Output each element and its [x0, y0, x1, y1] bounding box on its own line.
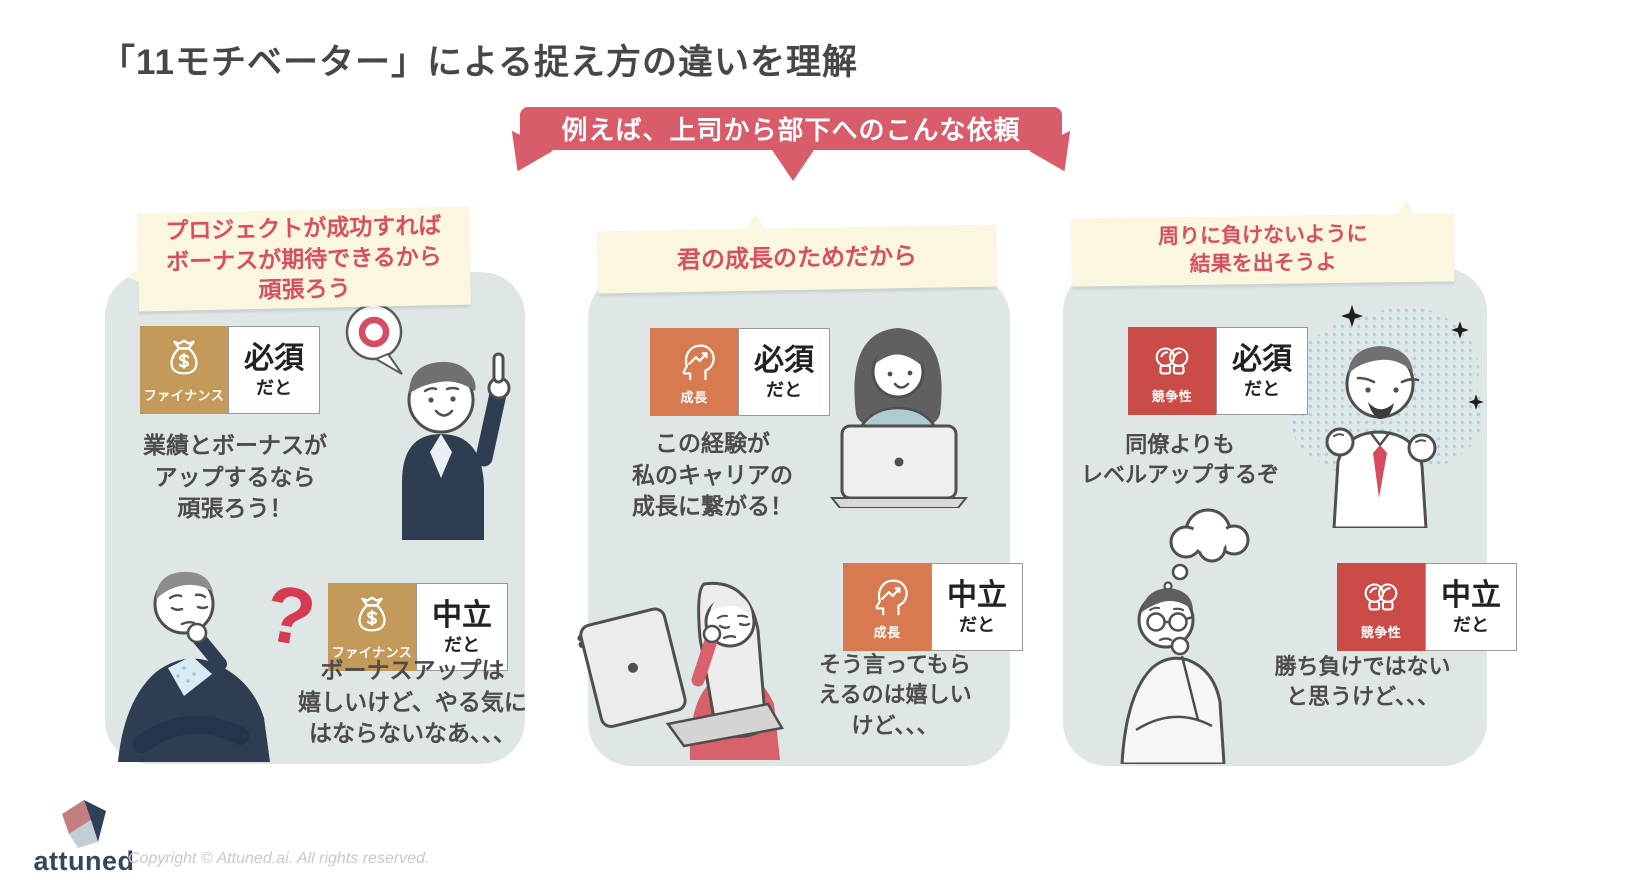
- motivator-label: 競争性: [1360, 625, 1402, 640]
- competitiveness-request-text: 周りに負けないように 結果を出そうよ: [1157, 222, 1368, 277]
- boxing-gloves-icon: [1155, 347, 1189, 375]
- verdict-box: 中立 だと: [931, 563, 1023, 651]
- motivator-label: 成長: [680, 390, 708, 405]
- competitiveness-neutral-card: 競争性 中立 だと: [1337, 563, 1517, 651]
- finance-request-text: プロジェクトが成功すれば ボーナスが期待できるから 頑張ろう: [165, 212, 443, 304]
- pointing-man-illustration: [345, 303, 511, 540]
- growth-neutral-reaction: そう言ってもら えるのは嬉しい けど、、、: [818, 652, 972, 738]
- competitiveness-request-bubble: 周りに負けないように 結果を出そうよ: [1071, 213, 1455, 287]
- verdict-box: 必須 だと: [738, 328, 830, 416]
- growth-required-reaction: この経験が 私のキャリアの 成長に繋がる！: [632, 430, 793, 520]
- verdict-suffix: だと: [959, 614, 995, 635]
- verdict-suffix: だと: [1453, 614, 1489, 635]
- verdict-label: 中立: [1441, 578, 1501, 612]
- pondering-man-illustration: [1120, 508, 1250, 764]
- growth-neutral-card: 成長 中立 だと: [843, 563, 1023, 651]
- money-bag-icon: [170, 339, 198, 375]
- verdict-suffix: だと: [256, 377, 292, 398]
- verdict-suffix: だと: [444, 634, 480, 655]
- competitiveness-required-reaction: 同僚よりも レベルアップするぞ: [1080, 432, 1279, 488]
- verdict-label: 必須: [1232, 342, 1292, 376]
- bubble-tail-up-icon: [740, 213, 768, 230]
- verdict-label: 中立: [947, 578, 1007, 612]
- verdict-label: 必須: [754, 343, 814, 377]
- finance-motivator-tile: ファイナンス: [140, 326, 228, 414]
- boxing-gloves-icon: [1364, 583, 1398, 611]
- finance-motivator-tile: ファイナンス: [328, 583, 416, 671]
- finance-neutral-card: ファイナンス 中立 だと: [328, 583, 508, 671]
- growth-request-bubble: 君の成長のためだから: [597, 225, 997, 294]
- verdict-suffix: だと: [766, 379, 802, 400]
- motivator-label: ファイナンス: [331, 645, 413, 660]
- finance-request-bubble: プロジェクトが成功すれば ボーナスが期待できるから 頑張ろう: [137, 206, 471, 312]
- verdict-label: 中立: [432, 598, 492, 632]
- woman-laptop-illustration: [829, 328, 969, 508]
- verdict-box: 必須 だと: [228, 326, 320, 414]
- thinking-man-illustration: ?: [118, 568, 320, 762]
- finance-required-card: ファイナンス 必須 だと: [140, 326, 320, 414]
- growth-required-card: 成長 必須 だと: [650, 328, 830, 416]
- bubble-tail-up-icon: [1391, 200, 1417, 216]
- svg-text:?: ?: [258, 568, 320, 664]
- dejected-woman-illustration: ε=: [573, 581, 784, 760]
- growth-mind-icon: [682, 344, 715, 381]
- excited-man-illustration: [1285, 305, 1484, 528]
- copyright-text: Copyright © Attuned.ai. All rights reser…: [128, 850, 430, 867]
- competitiveness-required-card: 競争性 必須 だと: [1128, 327, 1308, 415]
- verdict-label: 必須: [244, 341, 304, 375]
- finance-neutral-reaction: ボーナスアップは 嬉しいけど、やる気に はならないなあ、、、: [298, 657, 527, 747]
- verdict-suffix: だと: [1244, 378, 1280, 399]
- growth-motivator-tile: 成長: [650, 328, 738, 416]
- attuned-logo-text: attuned: [33, 846, 135, 876]
- finance-required-reaction: 業績とボーナスが アップするなら 頑張ろう！: [143, 432, 327, 522]
- attuned-logo-icon: [62, 800, 106, 848]
- growth-mind-icon: [875, 579, 908, 616]
- banner-arrow-left-icon: [497, 131, 553, 182]
- page-title: 「11モチベーター」による捉え方の違いを理解: [100, 43, 858, 82]
- competitiveness-neutral-reaction: 勝ち負けではない と思うけど、、、: [1274, 654, 1451, 710]
- verdict-box: 中立 だと: [416, 583, 508, 671]
- request-banner: 例えば、上司から部下へのこんな依頼: [520, 107, 1062, 150]
- competitiveness-motivator-tile: 競争性: [1337, 563, 1425, 651]
- request-banner-label: 例えば、上司から部下へのこんな依頼: [561, 115, 1021, 145]
- banner-arrow-center-icon: [770, 147, 816, 181]
- growth-motivator-tile: 成長: [843, 563, 931, 651]
- motivator-label: 成長: [873, 625, 901, 640]
- motivator-label: ファイナンス: [143, 388, 225, 403]
- competitiveness-motivator-tile: 競争性: [1128, 327, 1216, 415]
- verdict-box: 中立 だと: [1425, 563, 1517, 651]
- growth-request-text: 君の成長のためだから: [676, 243, 918, 275]
- money-bag-icon: [358, 596, 386, 632]
- banner-arrow-right-icon: [1029, 131, 1085, 182]
- verdict-box: 必須 だと: [1216, 327, 1308, 415]
- motivator-label: 競争性: [1151, 389, 1193, 404]
